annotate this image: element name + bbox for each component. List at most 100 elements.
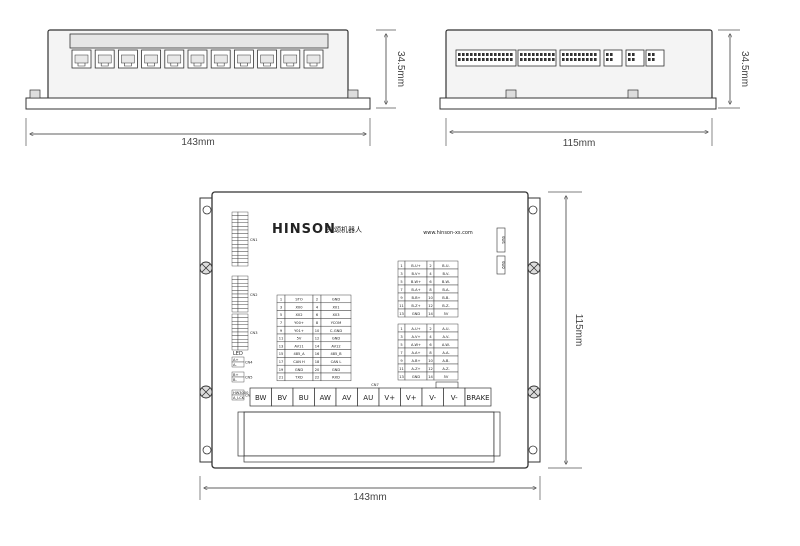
header-pin [498, 53, 501, 56]
terminal-box [464, 387, 492, 407]
pin-cell [237, 342, 249, 347]
rj45-port [280, 49, 301, 69]
table-cell-text: 3 [400, 335, 402, 339]
header-pin [540, 58, 543, 61]
header-pin [466, 58, 469, 61]
header-pin [544, 58, 547, 61]
table-cell-text: B-B+ [411, 296, 420, 300]
connector-label: CN2 [250, 293, 257, 297]
table-cell-text: Y01+ [294, 329, 304, 333]
table-cell-text: B-Z- [442, 304, 450, 308]
rj45-port [210, 49, 231, 69]
header-pin [610, 58, 613, 61]
connector-label: CN4 [245, 361, 253, 365]
pin-cell [231, 331, 239, 336]
header-pin [578, 58, 581, 61]
table-cell-text: 8 [429, 288, 432, 292]
dim-label-143-top: 143mm [181, 137, 214, 148]
table-cell-text: CAN L [331, 360, 342, 364]
pin-cell [237, 283, 249, 288]
pin-cell [237, 218, 249, 223]
rj45-port [303, 49, 324, 69]
table-cell-text: RXD [332, 376, 340, 380]
table-cell-text: 11 [279, 337, 284, 341]
screw-icon [527, 261, 541, 275]
terminal-label: AW [320, 394, 331, 402]
table-cell-text: 9 [400, 359, 403, 363]
table-cell-text: B-A+ [411, 288, 420, 292]
rj45-port [141, 49, 162, 69]
pin-cell [237, 233, 249, 238]
header-pin [574, 58, 577, 61]
header-pin [502, 53, 505, 56]
rj45-port [257, 49, 278, 69]
pin-cell [231, 324, 239, 329]
rj45-port [164, 49, 185, 69]
header-pin [610, 53, 613, 56]
table-cell-text: 13 [399, 312, 404, 316]
table-cell-text: 4 [429, 272, 432, 276]
header-pin [562, 58, 565, 61]
table-cell-text: TXD [294, 376, 303, 380]
header-pin [590, 58, 593, 61]
dim-label-34-5-left: 34.5mm [395, 51, 406, 87]
header-pin [574, 53, 577, 56]
header-pin [494, 53, 497, 56]
table-cell-text: GND [412, 312, 420, 316]
pin-cell [237, 211, 249, 216]
header-pin [474, 53, 477, 56]
pin-cell [237, 222, 249, 227]
header-pin [520, 58, 523, 61]
pin-cell [237, 262, 249, 267]
table-cell-text: 13 [399, 375, 404, 379]
table-cell-text: A-W+ [411, 343, 421, 347]
header-pin [490, 53, 493, 56]
connector-label: CN5 [245, 376, 252, 380]
table-cell-text: 2 [429, 327, 431, 331]
pin-label: A+ [233, 358, 238, 362]
header-pin [510, 58, 513, 61]
header-pin [494, 58, 497, 61]
table-cell-text: 2 [316, 298, 318, 302]
table-cell-text: 5V [297, 337, 302, 341]
table-cell-text: A-Z- [442, 367, 450, 371]
terminal-label: BW [255, 394, 267, 402]
pin-cell [237, 328, 249, 333]
header-pin [528, 53, 531, 56]
rj45-port [118, 49, 138, 69]
header-pin [562, 53, 565, 56]
table-cell-text: 15 [279, 352, 284, 356]
pin-cell [231, 346, 239, 351]
connector-label: CN3 [250, 331, 257, 335]
table-cell-text: C-GND [330, 329, 342, 333]
pin-cell [237, 236, 249, 241]
pin-label: B+ [233, 373, 238, 377]
rj45-port [233, 49, 254, 69]
pin-cell [231, 215, 239, 220]
table-cell-text: B-U- [442, 264, 450, 268]
header-pin [478, 53, 481, 56]
header-pin [632, 53, 635, 56]
pin-cell [231, 301, 239, 306]
pin-cell [237, 215, 249, 220]
header-pin [586, 53, 589, 56]
dimension-143-bottom: 143mm [199, 476, 541, 503]
header-pin [478, 58, 481, 61]
pin-cell [231, 247, 239, 252]
header-pin [632, 58, 635, 61]
pin-cell [231, 339, 239, 344]
table-cell [320, 372, 352, 382]
pin-cell [237, 290, 249, 295]
pin-cell [237, 324, 249, 329]
table-cell-text: 22 [315, 376, 320, 380]
switch-label-2: SW2 [501, 261, 505, 269]
table-cell-text: 20 [315, 368, 320, 372]
table-cell-text: B-V- [442, 272, 450, 276]
header-pin [566, 58, 569, 61]
table-cell-text: 14 [315, 344, 320, 348]
dim-label-143-bottom: 143mm [353, 492, 386, 503]
header-pin [648, 53, 651, 56]
table-cell-text: B-W- [442, 280, 451, 284]
